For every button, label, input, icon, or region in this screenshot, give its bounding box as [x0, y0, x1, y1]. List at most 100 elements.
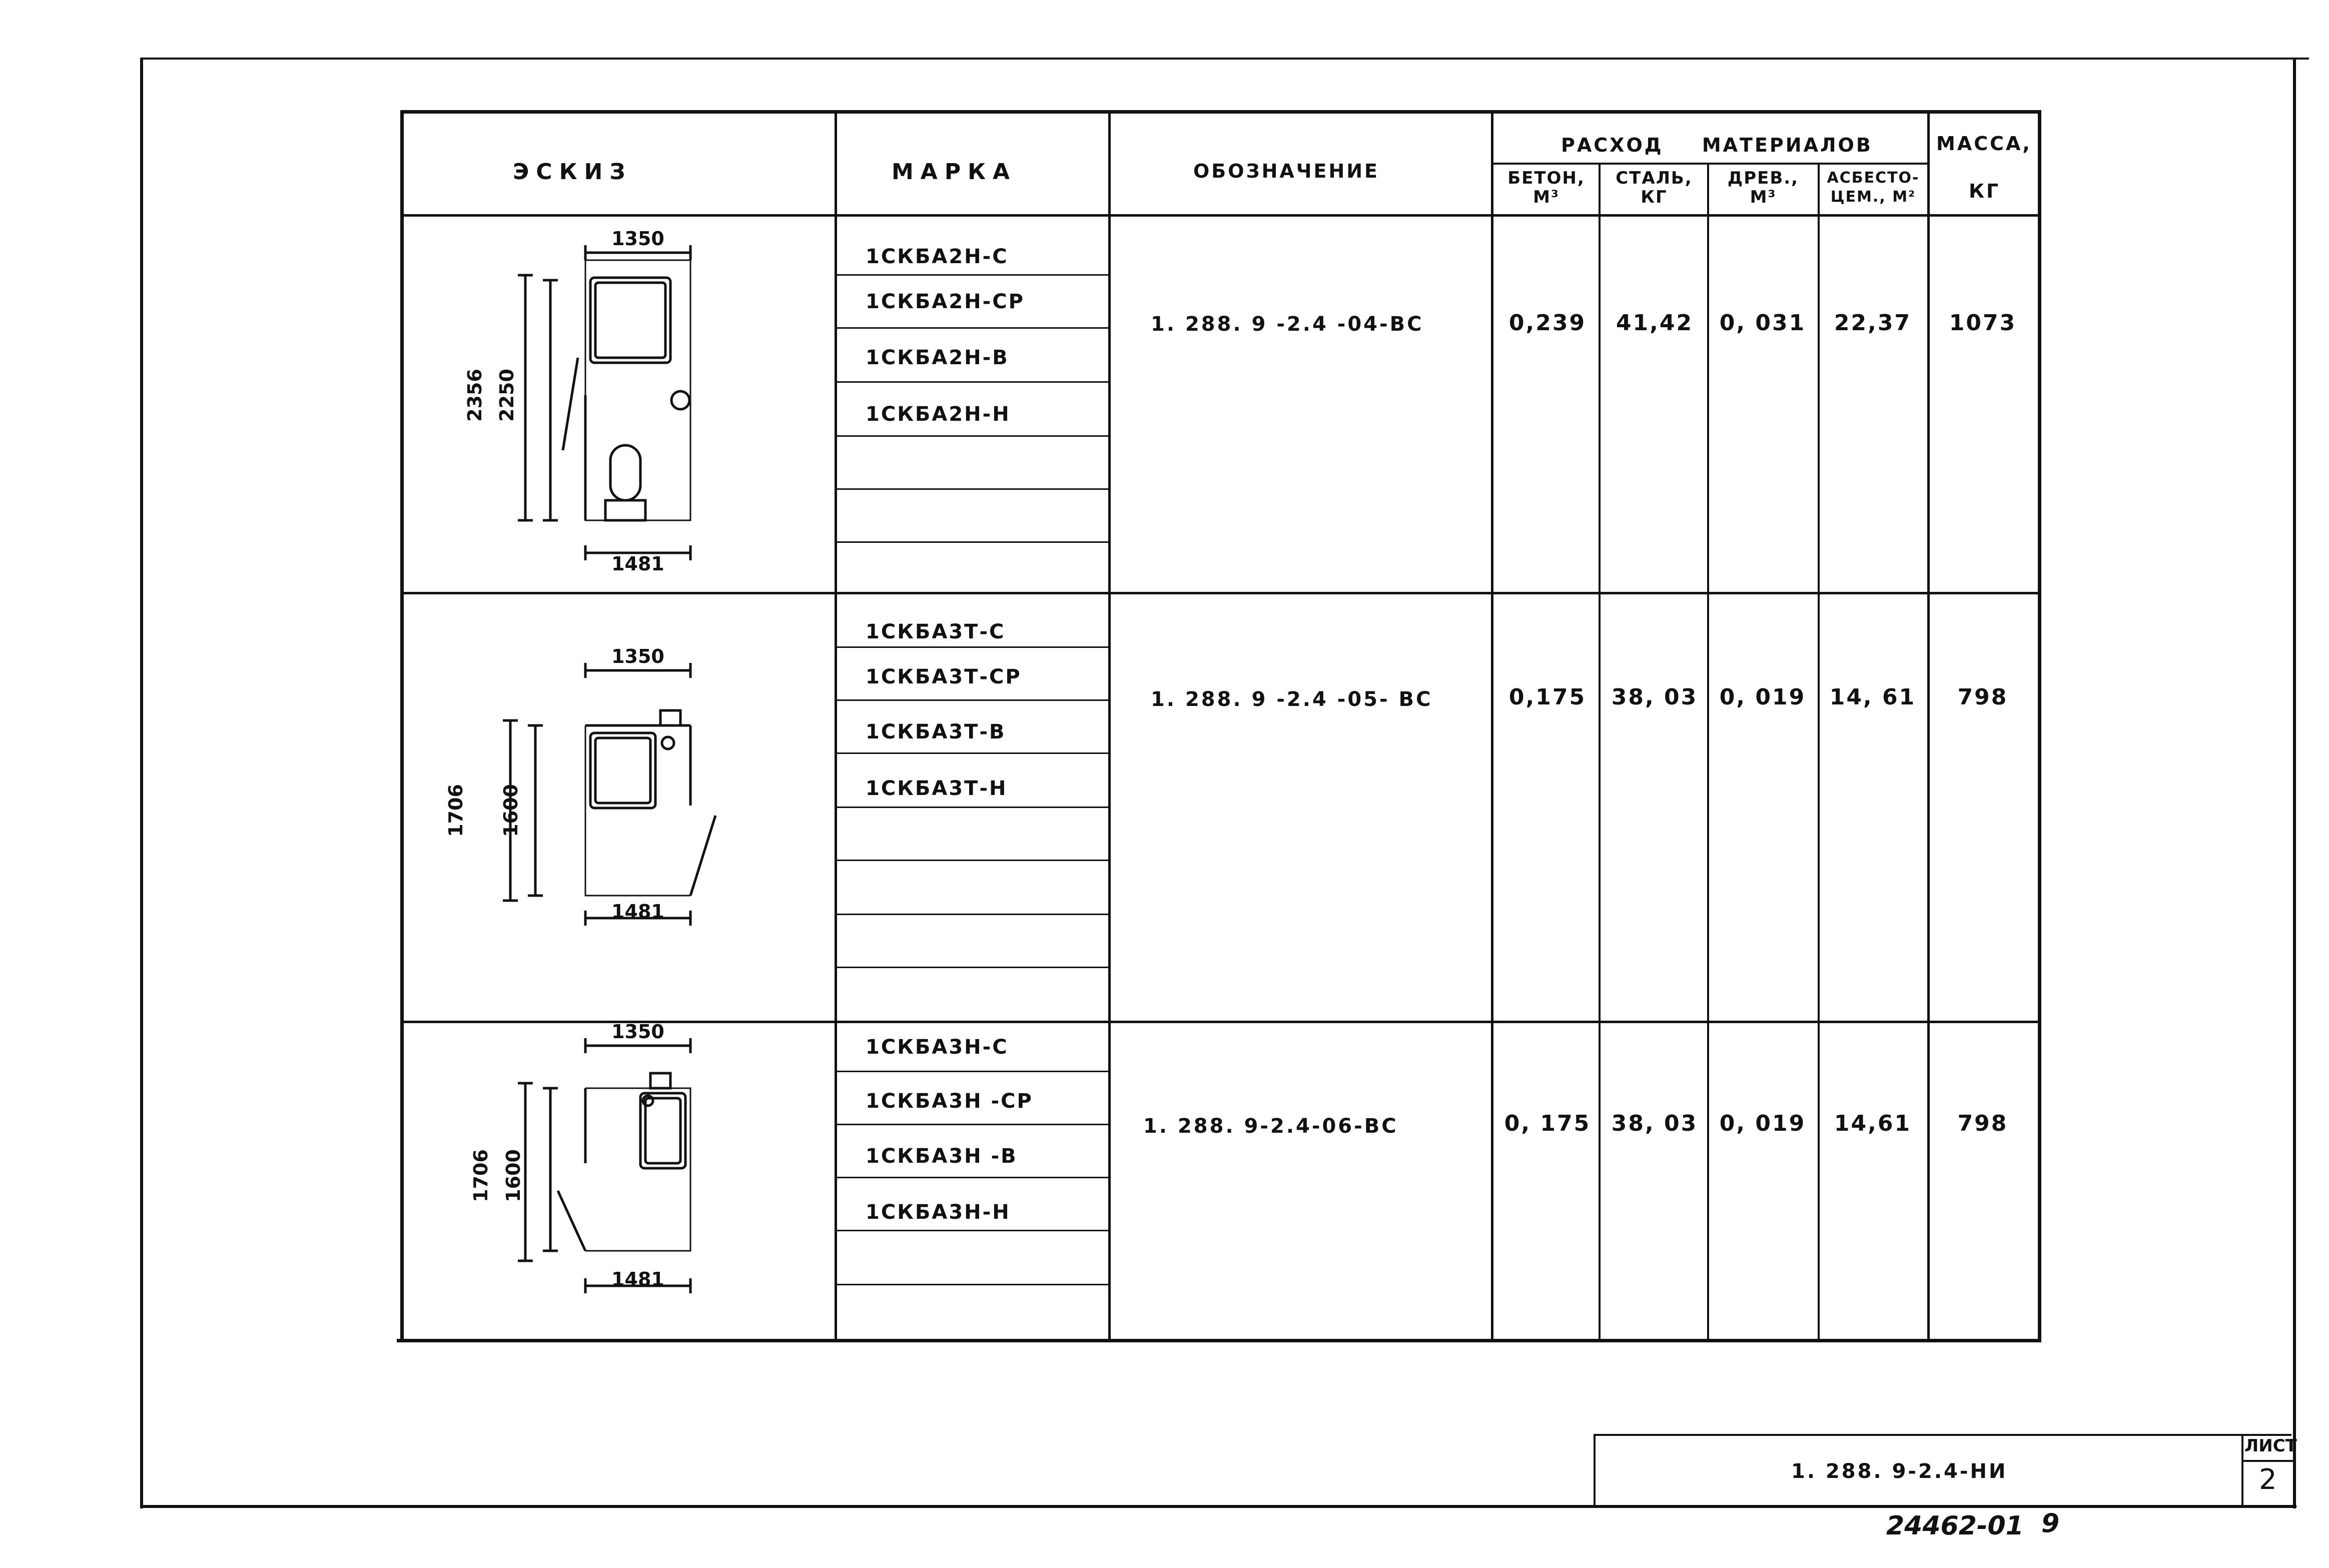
- col-sketch-mark: [835, 110, 837, 1341]
- mass-cell: 798: [1957, 1111, 2008, 1136]
- header-asbestos-unit: ЦЕМ., М²: [1830, 188, 1916, 206]
- asbestos-cell: 14, 61: [1829, 684, 1916, 710]
- mark-line: [837, 1284, 1109, 1285]
- mark-line: [837, 274, 1109, 276]
- mark-line: [837, 1177, 1109, 1178]
- wood-cell: 0, 019: [1719, 684, 1806, 710]
- stamp-sheet-divider: [2241, 1434, 2243, 1506]
- header-wood-unit: М³: [1750, 187, 1777, 207]
- mark-cell: 1СКБА2Н-СР: [866, 290, 1025, 313]
- mass-cell: 798: [1957, 684, 2008, 710]
- asbestos-cell: 22,37: [1834, 310, 1912, 336]
- mark-line: [837, 1124, 1109, 1125]
- mark-line: [837, 752, 1109, 754]
- asbestos-cell: 14,61: [1834, 1111, 1912, 1136]
- mark-line: [837, 914, 1109, 915]
- dim-width-bottom: 1481: [611, 901, 664, 923]
- mark-line: [837, 1230, 1109, 1231]
- header-designation: ОБОЗНАЧЕНИЕ: [1193, 160, 1380, 182]
- steel-cell: 41,42: [1616, 310, 1694, 336]
- mark-cell: 1СКБА3Н -СР: [866, 1090, 1033, 1113]
- header-asbestos: АСБЕСТО-: [1827, 169, 1920, 187]
- dim-width-top: 1350: [611, 228, 664, 250]
- dim-height-inner: 1600: [500, 784, 522, 837]
- concrete-cell: 0,239: [1508, 310, 1587, 336]
- sketch-plan-3: 1350 1481 1706 1600: [470, 1021, 692, 1293]
- header-concrete-unit: М³: [1533, 187, 1560, 207]
- dim-width-top: 1350: [611, 645, 664, 667]
- row2-bottom: [400, 1021, 2041, 1023]
- designation-cell: 1. 288. 9 -2.4 -04-ВС: [1151, 313, 1424, 336]
- mark-line: [837, 646, 1109, 648]
- concrete-cell: 0,175: [1508, 684, 1587, 710]
- wood-cell: 0, 019: [1719, 1111, 1806, 1136]
- col-asbestos-mass: [1927, 110, 1930, 1341]
- dim-height-outer: 1706: [445, 784, 467, 837]
- mark-cell: 1СКБА2Н-Н: [866, 403, 1011, 426]
- mark-line: [837, 699, 1109, 701]
- archive-number: 24462-01: [1886, 1511, 2024, 1541]
- frame-top: [143, 58, 2309, 60]
- mark-cell: 1СКБА3Н -В: [866, 1145, 1018, 1168]
- frame-bottom: [140, 1505, 2296, 1508]
- concrete-cell: 0, 175: [1504, 1111, 1591, 1136]
- materials-divider: [1491, 163, 1927, 165]
- header-wood: ДРЕВ.,: [1727, 168, 1799, 188]
- mark-line: [837, 860, 1109, 861]
- table-bottom: [397, 1339, 2041, 1342]
- steel-cell: 38, 03: [1611, 1111, 1698, 1136]
- col-designation-concrete: [1491, 110, 1493, 1341]
- mass-cell: 1073: [1949, 310, 2017, 336]
- frame-right: [2293, 58, 2296, 1508]
- row1-bottom: [400, 592, 2041, 594]
- header-mass: МАССА,: [1936, 133, 2032, 155]
- header-sketch: ЭСКИЗ: [513, 159, 632, 185]
- designation-cell: 1. 288. 9-2.4-06-ВС: [1143, 1115, 1398, 1138]
- sheet-label: ЛИСТ: [2244, 1436, 2297, 1456]
- mark-line: [837, 435, 1109, 437]
- dim-height-outer: 2356: [464, 369, 486, 422]
- header-bottom: [400, 214, 2041, 217]
- mark-cell: 1СКБА2Н-В: [866, 346, 1009, 369]
- dim-width-top: 1350: [611, 1021, 664, 1043]
- sketch-plan-1: 1350 1481 2356 2250: [464, 228, 692, 575]
- col-wood-asbestos: [1818, 163, 1820, 1341]
- dim-width-bottom: 1481: [611, 553, 664, 575]
- dim-height-inner: 1600: [502, 1149, 524, 1202]
- col-mark-designation: [1108, 110, 1111, 1341]
- mark-cell: 1СКБА3Т-С: [866, 620, 1006, 643]
- mark-cell: 1СКБА2Н-С: [866, 245, 1009, 268]
- mark-cell: 1СКБА3Т-Н: [866, 777, 1008, 800]
- dim-height-inner: 2250: [496, 369, 518, 422]
- mark-line: [837, 967, 1109, 968]
- stamp-code: 1. 288. 9-2.4-НИ: [1791, 1460, 2008, 1483]
- col-concrete-steel: [1599, 163, 1601, 1341]
- dim-height-outer: 1706: [470, 1149, 492, 1202]
- mark-line: [837, 381, 1109, 383]
- mark-line: [837, 541, 1109, 543]
- header-steel: СТАЛЬ,: [1616, 168, 1693, 188]
- col-right: [2038, 110, 2041, 1341]
- header-mass-unit: КГ: [1969, 180, 2001, 202]
- dim-width-bottom: 1481: [611, 1268, 664, 1290]
- wood-cell: 0, 031: [1719, 310, 1806, 336]
- mark-cell: 1СКБА3Т-СР: [866, 665, 1022, 688]
- mark-line: [837, 327, 1109, 329]
- frame-left: [140, 58, 143, 1508]
- header-mark: МАРКА: [892, 159, 1017, 185]
- col-left: [400, 110, 404, 1341]
- sheet-number: 2: [2259, 1463, 2277, 1496]
- header-materials: РАСХОД МАТЕРИАЛОВ: [1561, 134, 1873, 156]
- archive-suffix: 9: [2041, 1508, 2060, 1538]
- sketch-plan-2: 1350 1481 1706 1600: [445, 645, 717, 926]
- steel-cell: 38, 03: [1611, 684, 1698, 710]
- mark-line: [837, 807, 1109, 808]
- designation-cell: 1. 288. 9 -2.4 -05- ВС: [1151, 688, 1433, 711]
- mark-cell: 1СКБА3Н-Н: [866, 1201, 1011, 1224]
- stamp-top: [1594, 1434, 2291, 1436]
- mark-line: [837, 1071, 1109, 1072]
- stamp-left: [1594, 1434, 1596, 1506]
- stamp-sheet-line: [2241, 1460, 2294, 1462]
- header-concrete: БЕТОН,: [1507, 168, 1585, 188]
